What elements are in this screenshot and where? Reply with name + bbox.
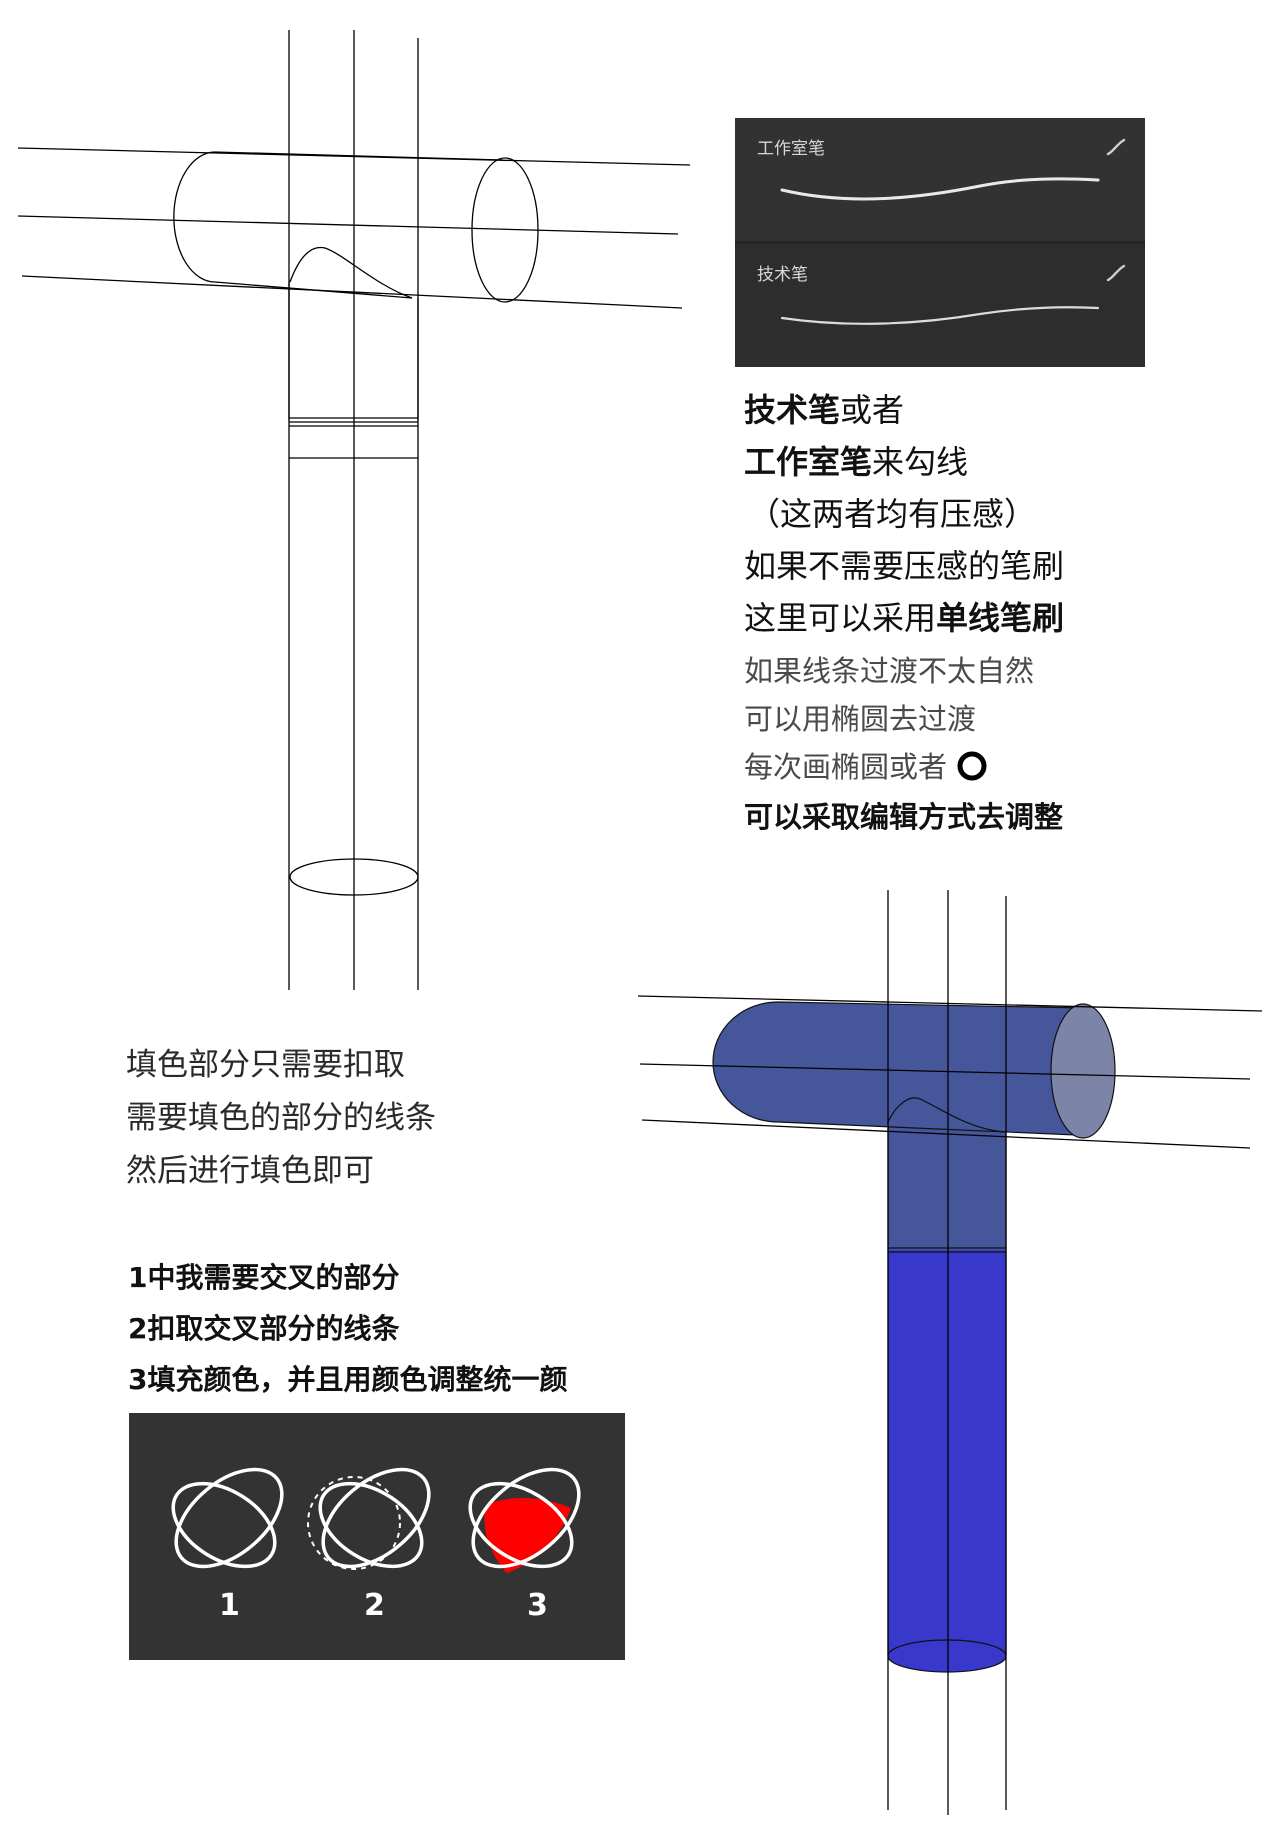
brush-panel: 工作室笔 技术笔: [735, 118, 1145, 367]
pipe-lower-body: [888, 1248, 1006, 1656]
brush-stroke-preview: [780, 306, 1100, 325]
note-line-4: 如果不需要压感的笔刷: [744, 547, 1065, 585]
circle-icon: [957, 751, 987, 781]
step-2: 2扣取交叉部分的线条: [128, 1312, 400, 1345]
note-text: 这里可以采用: [744, 599, 937, 637]
brush-name: 工作室笔: [757, 139, 825, 159]
ellipse-demo-drawing: 1 2 3: [171, 1467, 581, 1623]
brush-item-studio-pen[interactable]: 工作室笔: [735, 118, 1145, 241]
fill-note-1: 填色部分只需要扣取: [126, 1047, 405, 1083]
ellipse-demo-panel: 1 2 3: [129, 1413, 625, 1660]
brush-name: 技术笔: [757, 265, 808, 285]
note-text: 或者: [840, 391, 905, 429]
pipe-horizontal-body: [712, 1001, 1086, 1136]
ellipse-figure-2: [307, 1467, 431, 1570]
ellipse-label-3: 3: [527, 1588, 548, 1623]
pipe-lower-end: [887, 1639, 1007, 1673]
ellipse-figure-1: [171, 1467, 284, 1569]
note-line-9: 可以采取编辑方式去调整: [744, 800, 1064, 834]
note-line-7: 可以用椭圆去过渡: [744, 702, 977, 736]
ellipse-label-2: 2: [364, 1588, 385, 1623]
note-line-6: 如果线条过渡不太自然: [744, 654, 1035, 688]
note-line-5: 这里可以采用单线笔刷: [744, 593, 1064, 639]
pipe-end-cap: [1050, 1003, 1116, 1139]
note-text: 来勾线: [872, 443, 969, 481]
brush-term: 工作室笔: [744, 443, 873, 481]
ellipse-figure-3: [468, 1467, 581, 1573]
note-line-2: 工作室笔来勾线: [744, 437, 968, 483]
step-1: 1中我需要交叉的部分: [128, 1261, 400, 1294]
note-line-8: 每次画椭圆或者: [744, 744, 988, 786]
ellipse-label-1: 1: [219, 1588, 240, 1623]
brush-edit-icon[interactable]: [1105, 136, 1127, 158]
pipe-line-drawing: [17, 30, 691, 990]
brush-edit-icon[interactable]: [1105, 262, 1127, 284]
brush-item-technical-pen[interactable]: 技术笔: [735, 241, 1145, 367]
brush-term: 单线笔刷: [936, 599, 1065, 637]
brush-stroke-preview: [780, 177, 1100, 201]
note-line-3: （这两者均有压感）: [748, 495, 1037, 533]
note-line-1: 技术笔或者: [744, 385, 904, 431]
fill-note-2: 需要填色的部分的线条: [126, 1100, 436, 1136]
note-text: 每次画椭圆或者: [744, 750, 948, 784]
brush-term: 技术笔: [744, 391, 841, 429]
fill-note-3: 然后进行填色即可: [126, 1153, 374, 1189]
step-3: 3填充颜色，并且用颜色调整统一颜: [128, 1363, 568, 1396]
pipe-colored-drawing: [637, 890, 1263, 1815]
